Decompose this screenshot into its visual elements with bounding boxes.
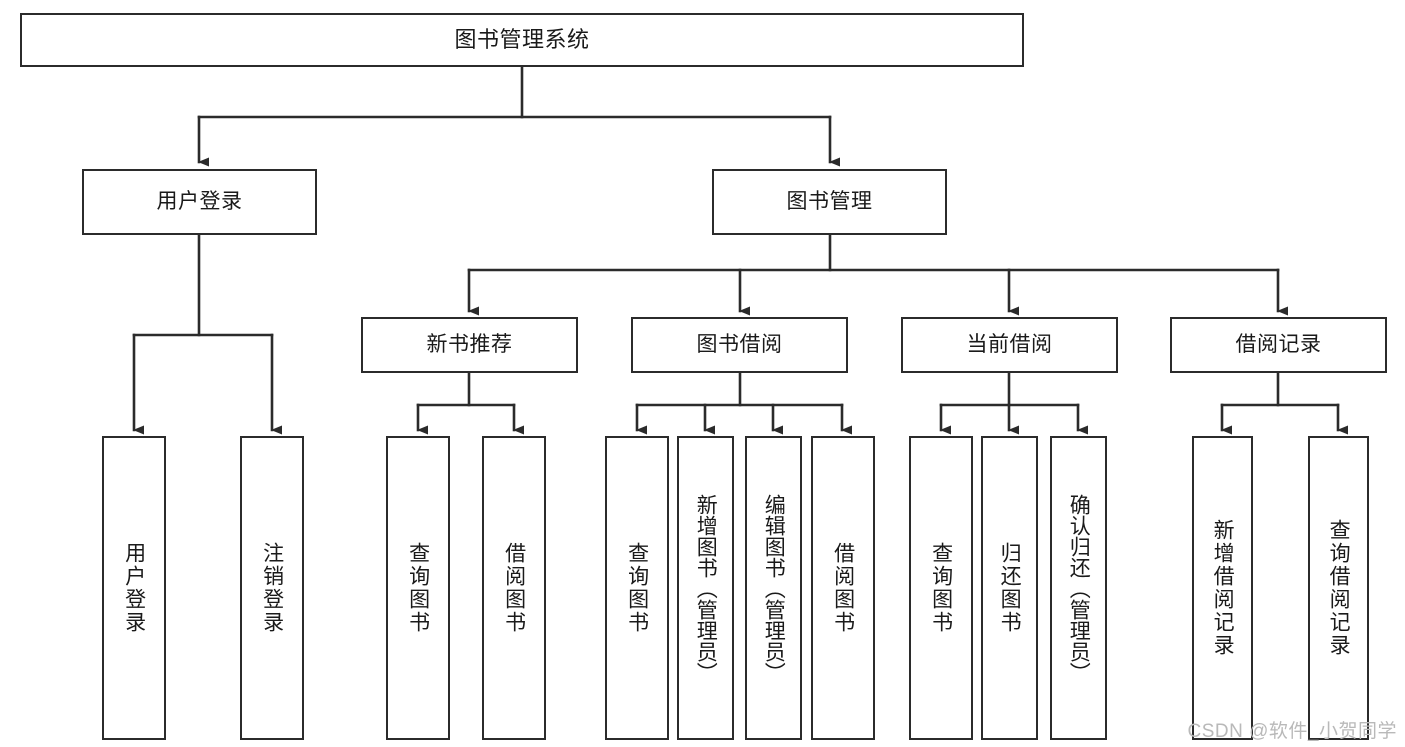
node-leaf-query-book-bb[interactable]: 查询图书 [605,436,669,740]
node-leaf-borrow-book-nbr[interactable]: 借阅图书 [482,436,546,740]
node-label: 用户登录 [156,189,243,213]
node-label: 编辑图书（管理员） [762,493,786,683]
node-label: 图书借阅 [696,332,783,356]
node-label: 新书推荐 [426,332,513,356]
node-leaf-return-book[interactable]: 归还图书 [981,436,1038,740]
csdn-watermark: CSDN @软件_小贺同学 [1187,721,1397,742]
node-label: 查询图书 [929,542,953,634]
node-leaf-query-book-cb[interactable]: 查询图书 [909,436,973,740]
node-new-book-recommendation[interactable]: 新书推荐 [361,317,578,373]
node-leaf-edit-book-admin[interactable]: 编辑图书（管理员） [745,436,802,740]
node-root-book-management-system[interactable]: 图书管理系统 [20,13,1024,67]
node-current-borrowing[interactable]: 当前借阅 [901,317,1118,373]
node-leaf-borrow-book-bb[interactable]: 借阅图书 [811,436,875,740]
node-label: 借阅图书 [502,542,526,634]
node-label: 新增图书（管理员） [694,493,718,683]
node-leaf-add-book-admin[interactable]: 新增图书（管理员） [677,436,734,740]
node-label: 图书管理系统 [454,27,590,53]
node-label: 图书管理 [786,189,873,213]
node-book-borrowing[interactable]: 图书借阅 [631,317,848,373]
node-label: 归还图书 [998,542,1022,634]
node-label: 当前借阅 [966,332,1053,356]
node-leaf-query-borrow-record[interactable]: 查询借阅记录 [1308,436,1369,740]
node-leaf-logout[interactable]: 注销登录 [240,436,304,740]
node-label: 查询图书 [625,542,649,634]
node-label: 确认归还（管理员） [1067,493,1091,683]
node-book-management[interactable]: 图书管理 [712,169,947,235]
node-label: 注销登录 [260,542,284,634]
node-label: 借阅图书 [831,542,855,634]
node-leaf-add-borrow-record[interactable]: 新增借阅记录 [1192,436,1253,740]
node-label: 用户登录 [122,542,146,634]
node-leaf-confirm-return-admin[interactable]: 确认归还（管理员） [1050,436,1107,740]
node-leaf-user-login[interactable]: 用户登录 [102,436,166,740]
node-borrowing-record[interactable]: 借阅记录 [1170,317,1387,373]
node-label: 借阅记录 [1235,332,1322,356]
node-label: 新增借阅记录 [1211,519,1235,657]
node-leaf-query-book-nbr[interactable]: 查询图书 [386,436,450,740]
node-label: 查询图书 [406,542,430,634]
node-user-login[interactable]: 用户登录 [82,169,317,235]
node-label: 查询借阅记录 [1327,519,1351,657]
